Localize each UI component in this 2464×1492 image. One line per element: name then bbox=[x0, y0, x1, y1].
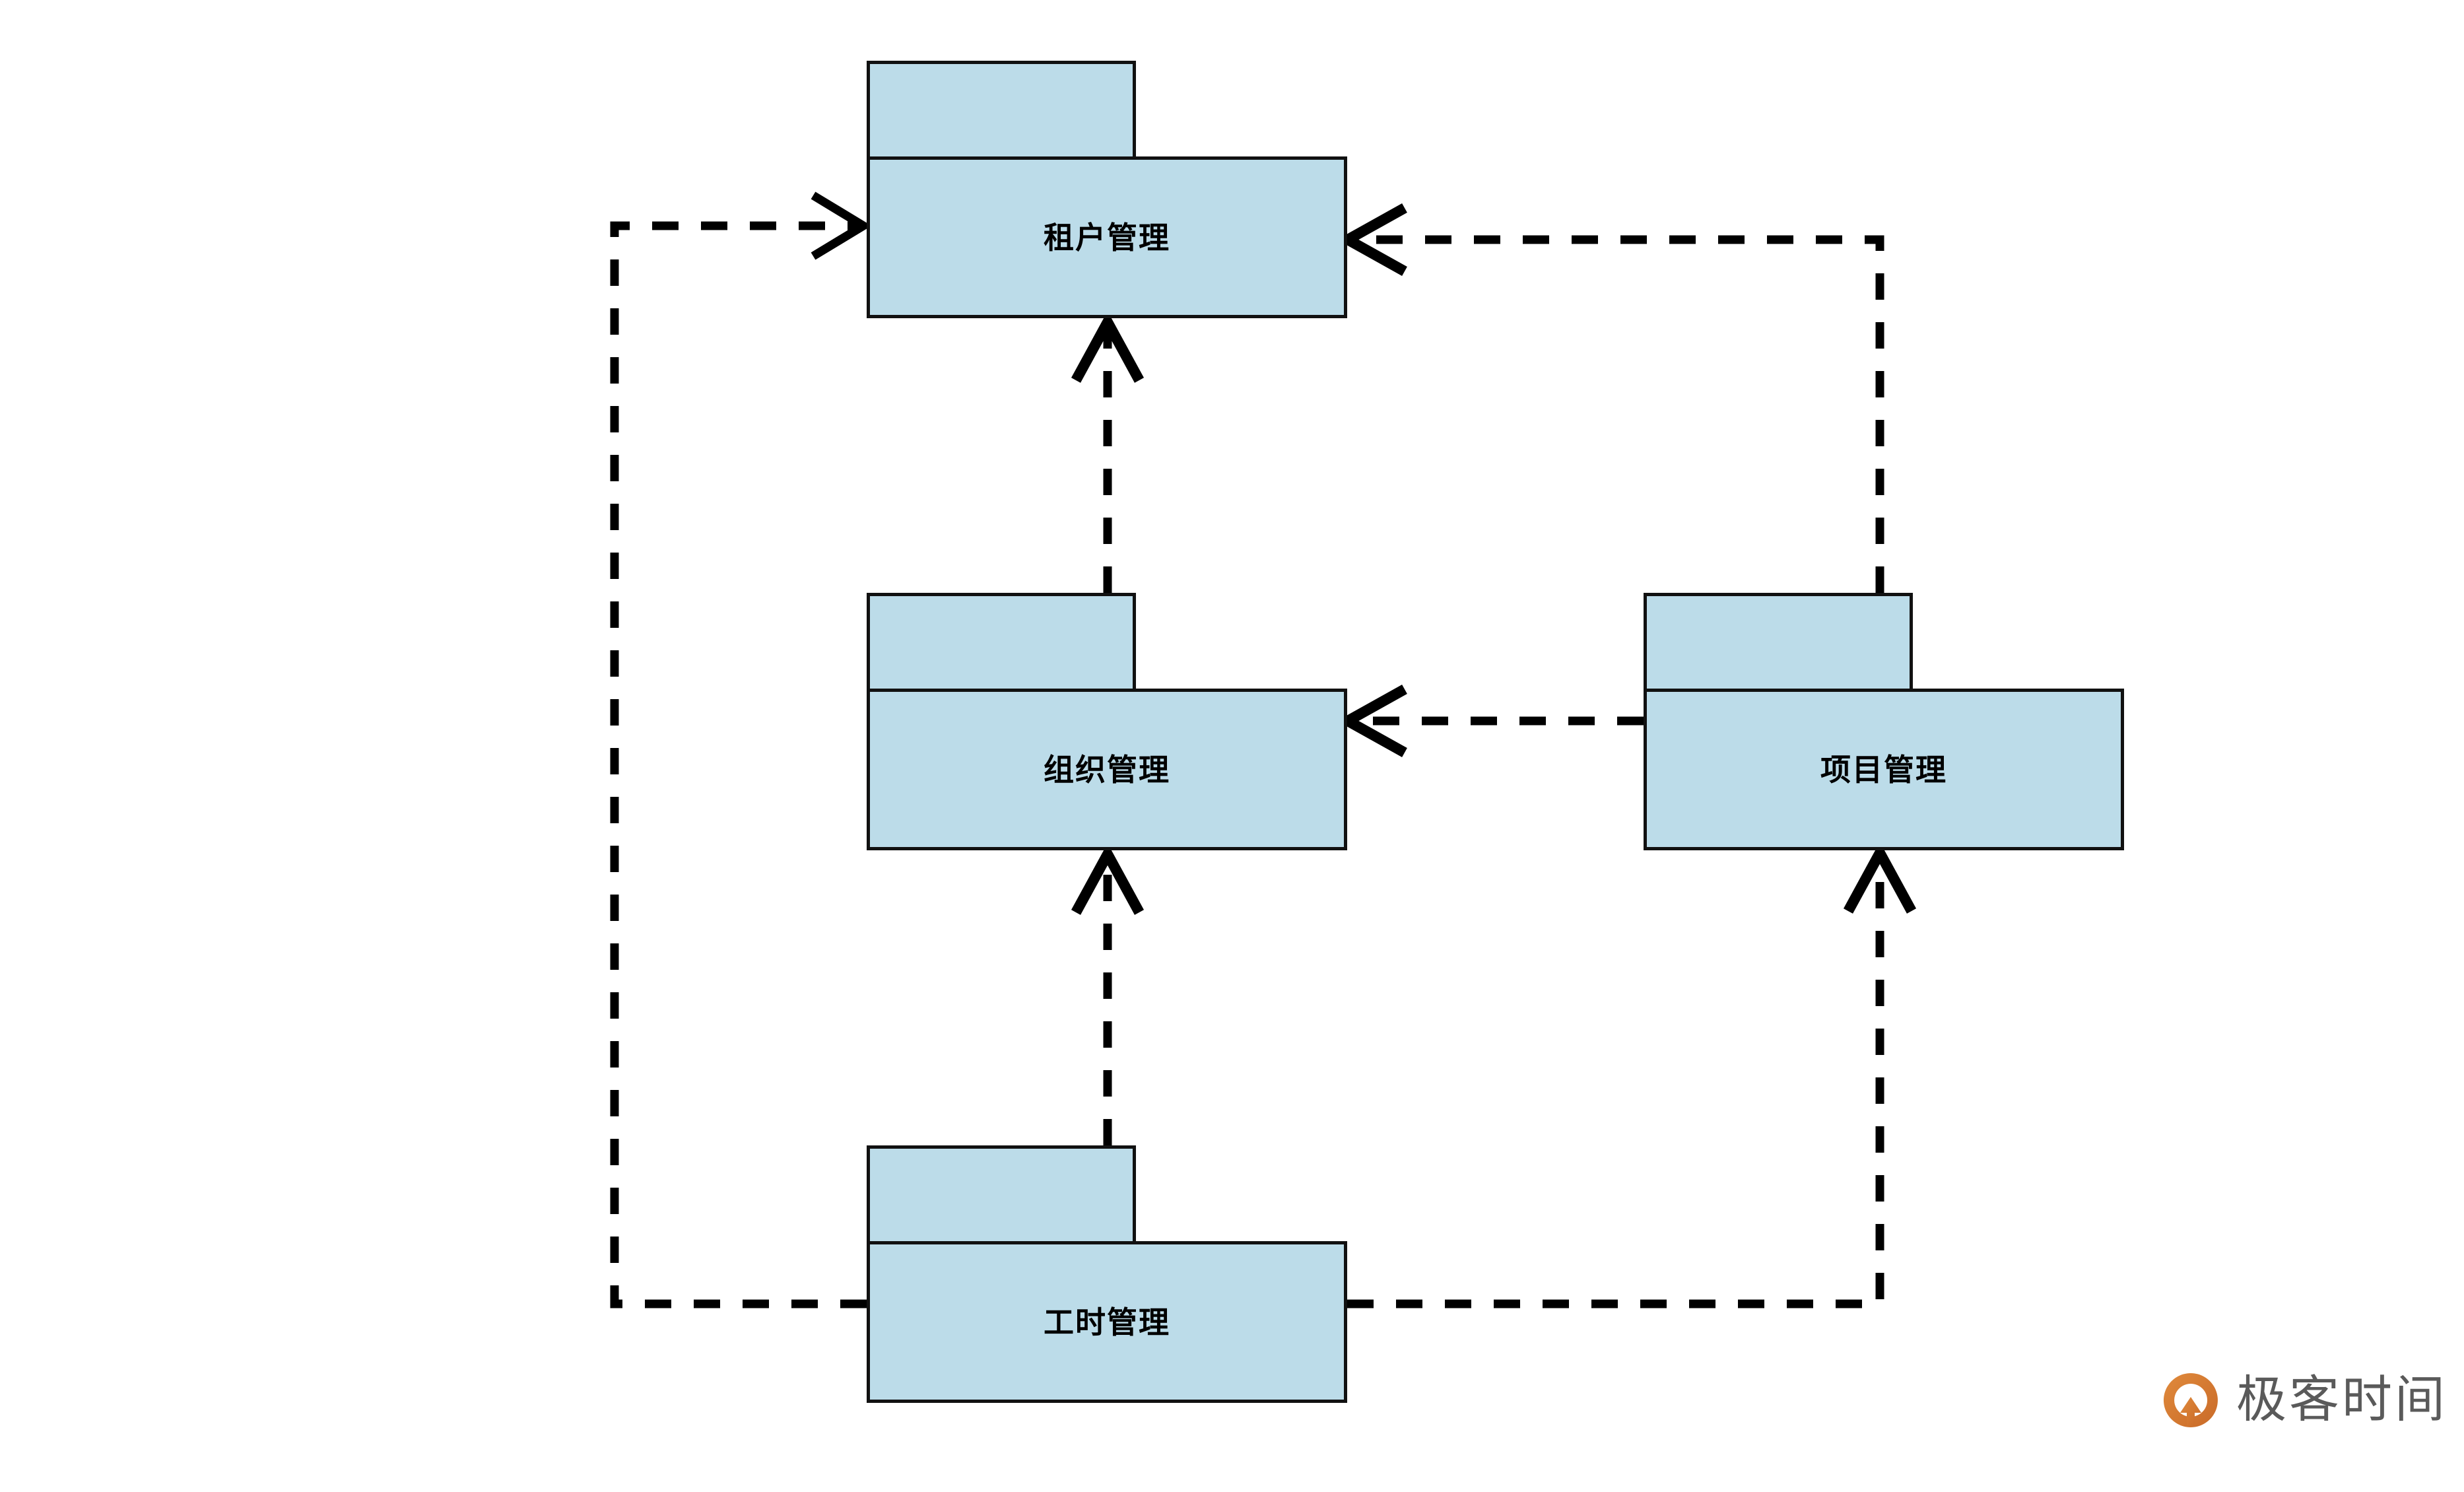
package-timesheet-body[interactable]: 工时管理 bbox=[867, 1241, 1347, 1403]
watermark: 极客时间 bbox=[2162, 1372, 2447, 1429]
edge-project-to-tenant bbox=[1337, 203, 1884, 593]
geektime-circle-arrow-logo-icon bbox=[2162, 1372, 2219, 1429]
package-timesheet-tab bbox=[867, 1145, 1136, 1243]
edge-timesheet-to-project bbox=[1347, 842, 1917, 1308]
edge-org-to-tenant bbox=[1071, 311, 1145, 593]
package-org-tab bbox=[867, 593, 1136, 691]
edge-project-to-org bbox=[1337, 685, 1644, 757]
package-org-label: 组织管理 bbox=[1044, 752, 1170, 787]
package-project-label: 项目管理 bbox=[1820, 752, 1947, 787]
package-org-body[interactable]: 组织管理 bbox=[867, 689, 1347, 850]
package-tenant-body[interactable]: 租户管理 bbox=[867, 156, 1347, 318]
package-timesheet-label: 工时管理 bbox=[1044, 1305, 1170, 1339]
edge-timesheet-to-tenant bbox=[610, 191, 872, 1308]
watermark-text: 极客时间 bbox=[2236, 1372, 2447, 1428]
edge-timesheet-to-org bbox=[1071, 843, 1145, 1145]
package-tenant-tab bbox=[867, 61, 1136, 158]
package-project-tab bbox=[1644, 593, 1913, 691]
package-project-body[interactable]: 项目管理 bbox=[1644, 689, 2124, 850]
package-tenant-label: 租户管理 bbox=[1044, 220, 1170, 255]
